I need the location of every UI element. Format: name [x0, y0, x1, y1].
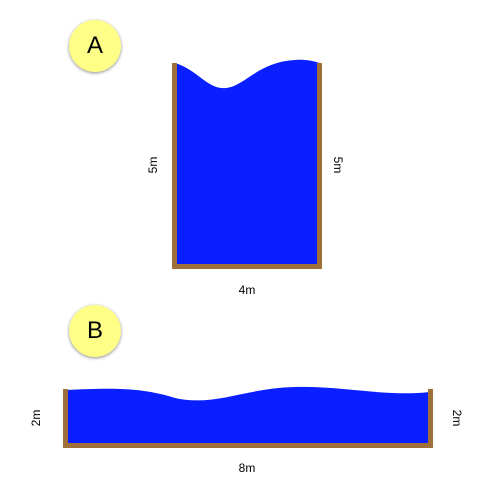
tank-a-water — [175, 59, 320, 268]
tank-b-floor — [63, 443, 433, 448]
tank-b-badge: B — [69, 305, 121, 357]
tank-b — [63, 386, 433, 448]
tank-a-left-wall — [172, 63, 177, 269]
tank-a-width-label: 4m — [238, 283, 256, 297]
tank-a-badge: A — [69, 20, 121, 72]
tank-a-floor — [172, 264, 322, 269]
tank-b-width-label: 8m — [238, 461, 256, 475]
tank-a — [172, 59, 322, 269]
tank-a-right-wall — [317, 63, 322, 269]
tank-b-water — [66, 386, 430, 446]
tank-b-left-height-label: 2m — [29, 409, 43, 427]
tank-a-left-height-label: 5m — [146, 156, 160, 174]
tank-b-right-height-label: 2m — [450, 409, 464, 427]
tank-b-right-wall — [428, 389, 433, 447]
tank-a-right-height-label: 5m — [331, 156, 345, 174]
tank-b-left-wall — [63, 389, 68, 447]
